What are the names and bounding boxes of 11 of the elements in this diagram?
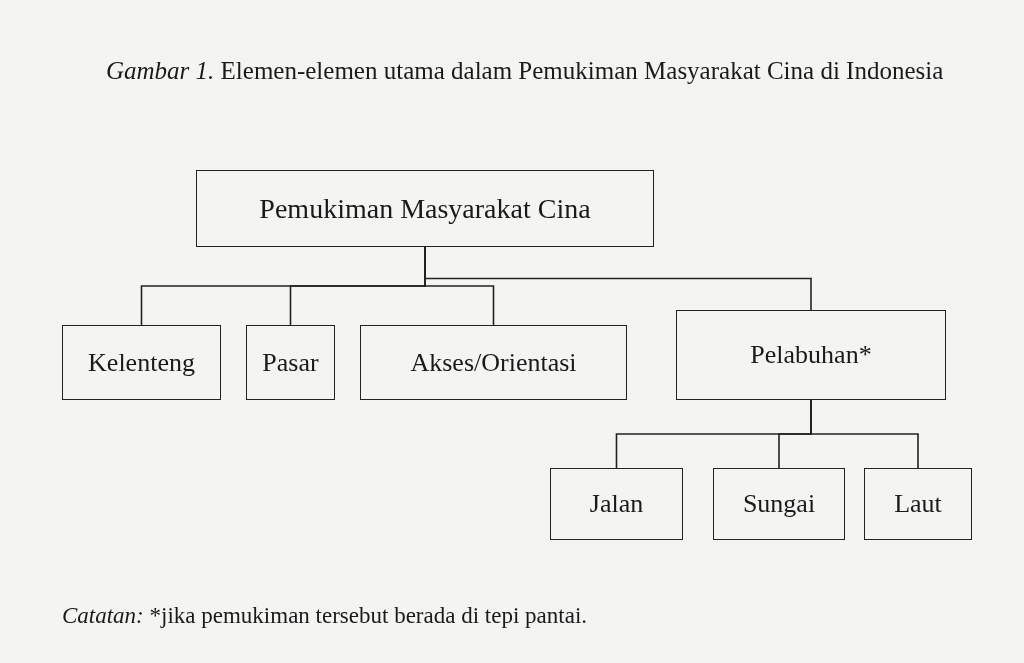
text-box: Pasar <box>246 325 335 400</box>
text-box: Pelabuhan* <box>676 310 946 400</box>
figure-note: Catatan: *jika pemukiman tersebut berada di tepi pantai. <box>62 602 589 630</box>
text-box: Laut <box>864 468 972 540</box>
text-box: Sungai <box>713 468 845 540</box>
connector-line <box>810 399 919 469</box>
text-box: Jalan <box>550 468 683 540</box>
figure-title: Gambar 1. Elemen-elemen utama dalam Pemukiman Masyarakat Cina di Indonesia <box>105 56 945 86</box>
text-box: Kelenteng <box>62 325 221 400</box>
text-box: Pemukiman Masyarakat Cina <box>196 170 654 247</box>
text-box: Akses/Orientasi <box>360 325 627 400</box>
